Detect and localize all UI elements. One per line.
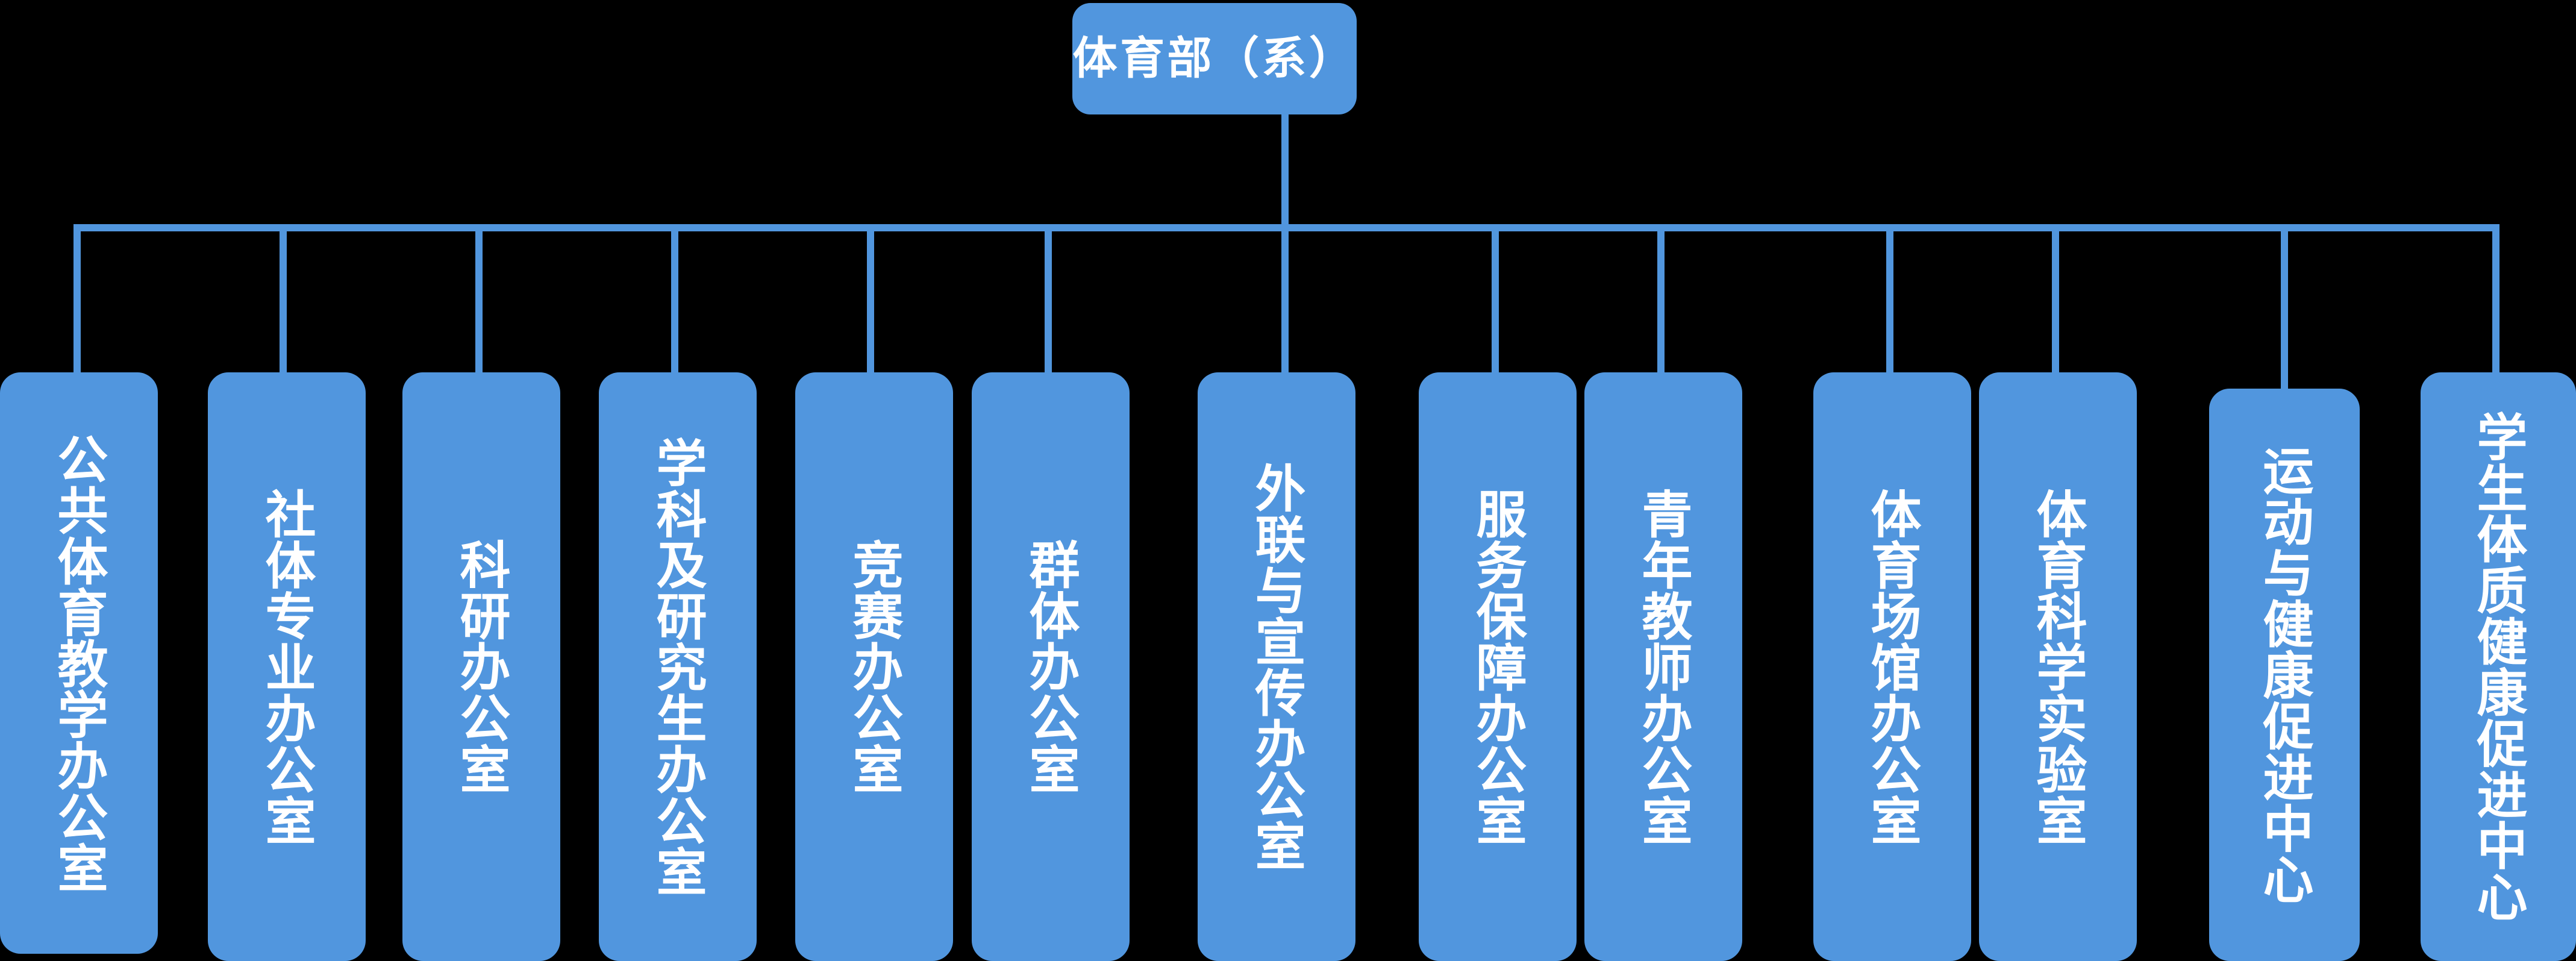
child-node-7[interactable]: 外联与宣传办公室 (1198, 372, 1355, 961)
child-node-2[interactable]: 社体专业办公室 (208, 372, 366, 961)
child-node-6[interactable]: 群体办公室 (972, 372, 1130, 961)
child-node-label-4: 学科及研究生办公室 (648, 436, 707, 897)
child-node-5[interactable]: 竞赛办公室 (795, 372, 953, 961)
child-node-11[interactable]: 体育科学实验室 (1979, 372, 2137, 961)
drop-connector-7 (1281, 224, 1289, 372)
child-node-label-6: 群体办公室 (1021, 539, 1080, 795)
drop-connector-10 (1886, 224, 1893, 372)
drop-connector-12 (2281, 224, 2288, 389)
drop-connector-8 (1492, 224, 1499, 372)
drop-connector-5 (867, 224, 874, 372)
child-node-1[interactable]: 公共体育教学办公室 (0, 372, 158, 954)
drop-connector-9 (1657, 224, 1665, 372)
child-node-label-7: 外联与宣传办公室 (1247, 462, 1306, 871)
child-node-label-1: 公共体育教学办公室 (49, 433, 108, 894)
child-node-4[interactable]: 学科及研究生办公室 (599, 372, 757, 961)
drop-connector-4 (671, 224, 678, 372)
child-node-label-13: 学生体质健康促进中心 (2469, 411, 2528, 922)
child-node-9[interactable]: 青年教师办公室 (1584, 372, 1742, 961)
child-node-label-5: 竞赛办公室 (845, 539, 904, 795)
root-node-label: 体育部（系） (1072, 32, 1357, 84)
child-node-label-10: 体育场馆办公室 (1863, 487, 1922, 846)
child-node-8[interactable]: 服务保障办公室 (1419, 372, 1577, 961)
child-node-label-11: 体育科学实验室 (2028, 487, 2087, 846)
drop-connector-1 (73, 224, 81, 372)
root-node-sports-department[interactable]: 体育部（系） (1072, 3, 1357, 114)
child-node-label-9: 青年教师办公室 (1634, 487, 1693, 846)
child-node-label-8: 服务保障办公室 (1468, 487, 1527, 846)
drop-connector-13 (2492, 224, 2499, 372)
child-node-label-3: 科研办公室 (452, 539, 511, 795)
drop-connector-3 (475, 224, 483, 372)
child-node-3[interactable]: 科研办公室 (402, 372, 560, 961)
child-node-12[interactable]: 运动与健康促进中心 (2209, 389, 2360, 961)
drop-connector-2 (280, 224, 287, 372)
child-node-13[interactable]: 学生体质健康促进中心 (2421, 372, 2576, 961)
child-node-10[interactable]: 体育场馆办公室 (1813, 372, 1971, 961)
child-node-label-2: 社体专业办公室 (257, 487, 316, 846)
drop-connector-11 (2052, 224, 2059, 372)
child-node-label-12: 运动与健康促进中心 (2255, 445, 2314, 905)
drop-connector-6 (1045, 224, 1052, 372)
